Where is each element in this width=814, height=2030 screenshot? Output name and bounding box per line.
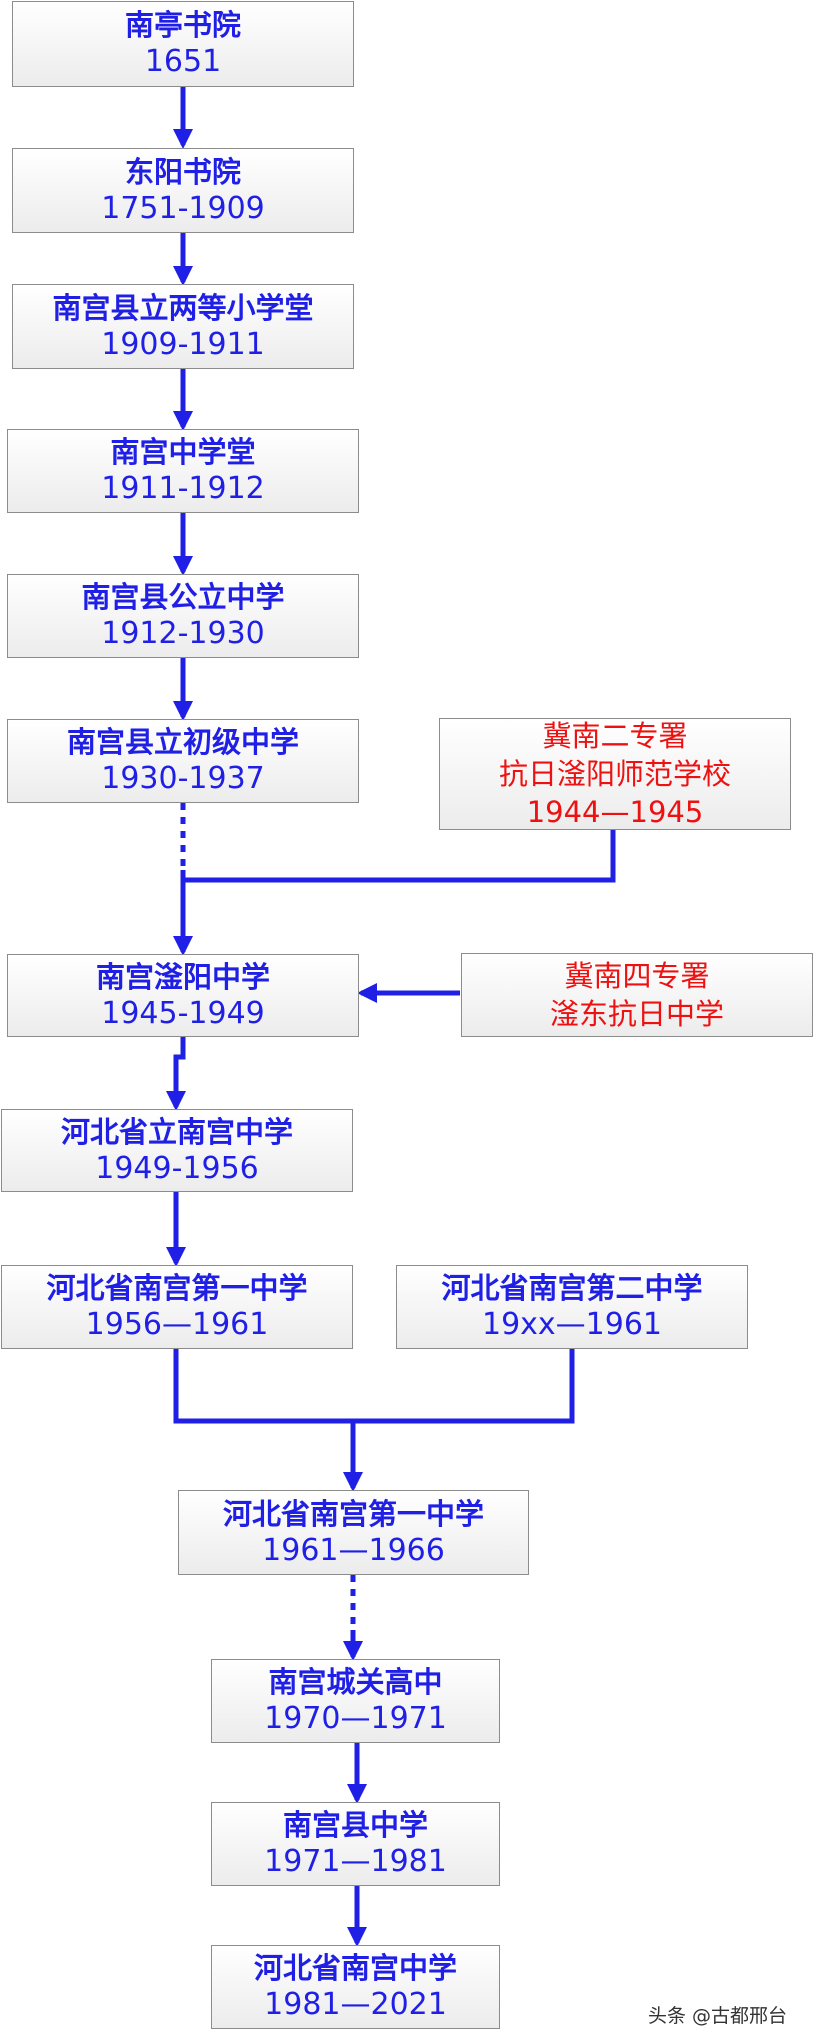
node-nanting: 南亭书院 1651 [12,1,354,87]
node-years: 1909-1911 [101,326,265,362]
node-years: 1970—1971 [264,1701,447,1736]
side-node-line: 1944—1945 [526,795,704,829]
node-years: 19xx—1961 [481,1307,663,1342]
node-title: 河北省南宫第一中学 [46,1271,308,1305]
node-title: 南宫县中学 [282,1808,428,1842]
node-title: 南宫中学堂 [110,435,256,469]
node-years: 1651 [144,44,222,79]
side-node-jinan-2: 冀南二专署 抗日滏阳师范学校 1944—1945 [439,718,791,830]
node-title: 南宫县立两等小学堂 [52,290,314,325]
node-fuyang: 南宫滏阳中学 1945-1949 [7,954,359,1037]
node-years: 1912-1930 [101,616,265,651]
side-node-line: 滏东抗日中学 [549,997,724,1031]
node-years: 1751-1909 [101,190,265,226]
node-dier: 河北省南宫第二中学 19xx—1961 [396,1265,748,1349]
node-title: 河北省立南宫中学 [60,1114,293,1149]
node-gongli: 南宫县公立中学 1912-1930 [7,574,359,658]
side-node-line: 冀南二专署 [542,719,688,753]
node-title: 河北省南宫中学 [253,1951,457,1985]
node-title: 河北省南宫第一中学 [222,1496,484,1531]
node-diyi-1961: 河北省南宫第一中学 1961—1966 [178,1490,529,1575]
node-xianli-liangdeng: 南宫县立两等小学堂 1909-1911 [12,284,354,369]
node-years: 1945-1949 [101,995,265,1031]
node-title: 南宫县公立中学 [81,580,285,614]
node-zhongxuetang: 南宫中学堂 1911-1912 [7,429,359,513]
node-years: 1981—2021 [264,1987,447,2022]
node-title: 南宫滏阳中学 [95,959,270,994]
side-node-line: 抗日滏阳师范学校 [498,757,731,791]
node-title: 河北省南宫第二中学 [441,1271,703,1305]
node-title: 南宫城关高中 [268,1665,443,1699]
node-shengli: 河北省立南宫中学 1949-1956 [1,1109,353,1192]
node-years: 1949-1956 [95,1150,259,1186]
arrow-fuyang-to-shengli [166,1037,186,1111]
node-title: 南亭书院 [124,8,241,42]
node-title: 南宫县立初级中学 [66,725,299,759]
side-node-line: 冀南四专署 [564,959,710,993]
node-nangong: 河北省南宫中学 1981—2021 [211,1945,500,2029]
side-node-jinan-4: 冀南四专署 滏东抗日中学 [461,953,813,1037]
merge-line-diyi-dier [173,1349,575,1424]
node-years: 1930-1937 [101,761,265,796]
node-dongyang: 东阳书院 1751-1909 [12,148,354,233]
watermark-text: 头条 @古都邢台 [648,2005,788,2027]
merge-line-jinan-2 [183,830,616,883]
node-chengguan: 南宫城关高中 1970—1971 [211,1659,500,1743]
node-xian-zhongxue: 南宫县中学 1971—1981 [211,1802,500,1886]
node-title: 东阳书院 [124,154,241,189]
node-years: 1911-1912 [101,471,265,506]
node-years: 1971—1981 [264,1844,447,1879]
node-years: 1956—1961 [85,1307,269,1342]
node-years: 1961—1966 [262,1532,445,1568]
node-diyi-1956: 河北省南宫第一中学 1956—1961 [1,1265,353,1349]
node-chuji: 南宫县立初级中学 1930-1937 [7,719,359,803]
